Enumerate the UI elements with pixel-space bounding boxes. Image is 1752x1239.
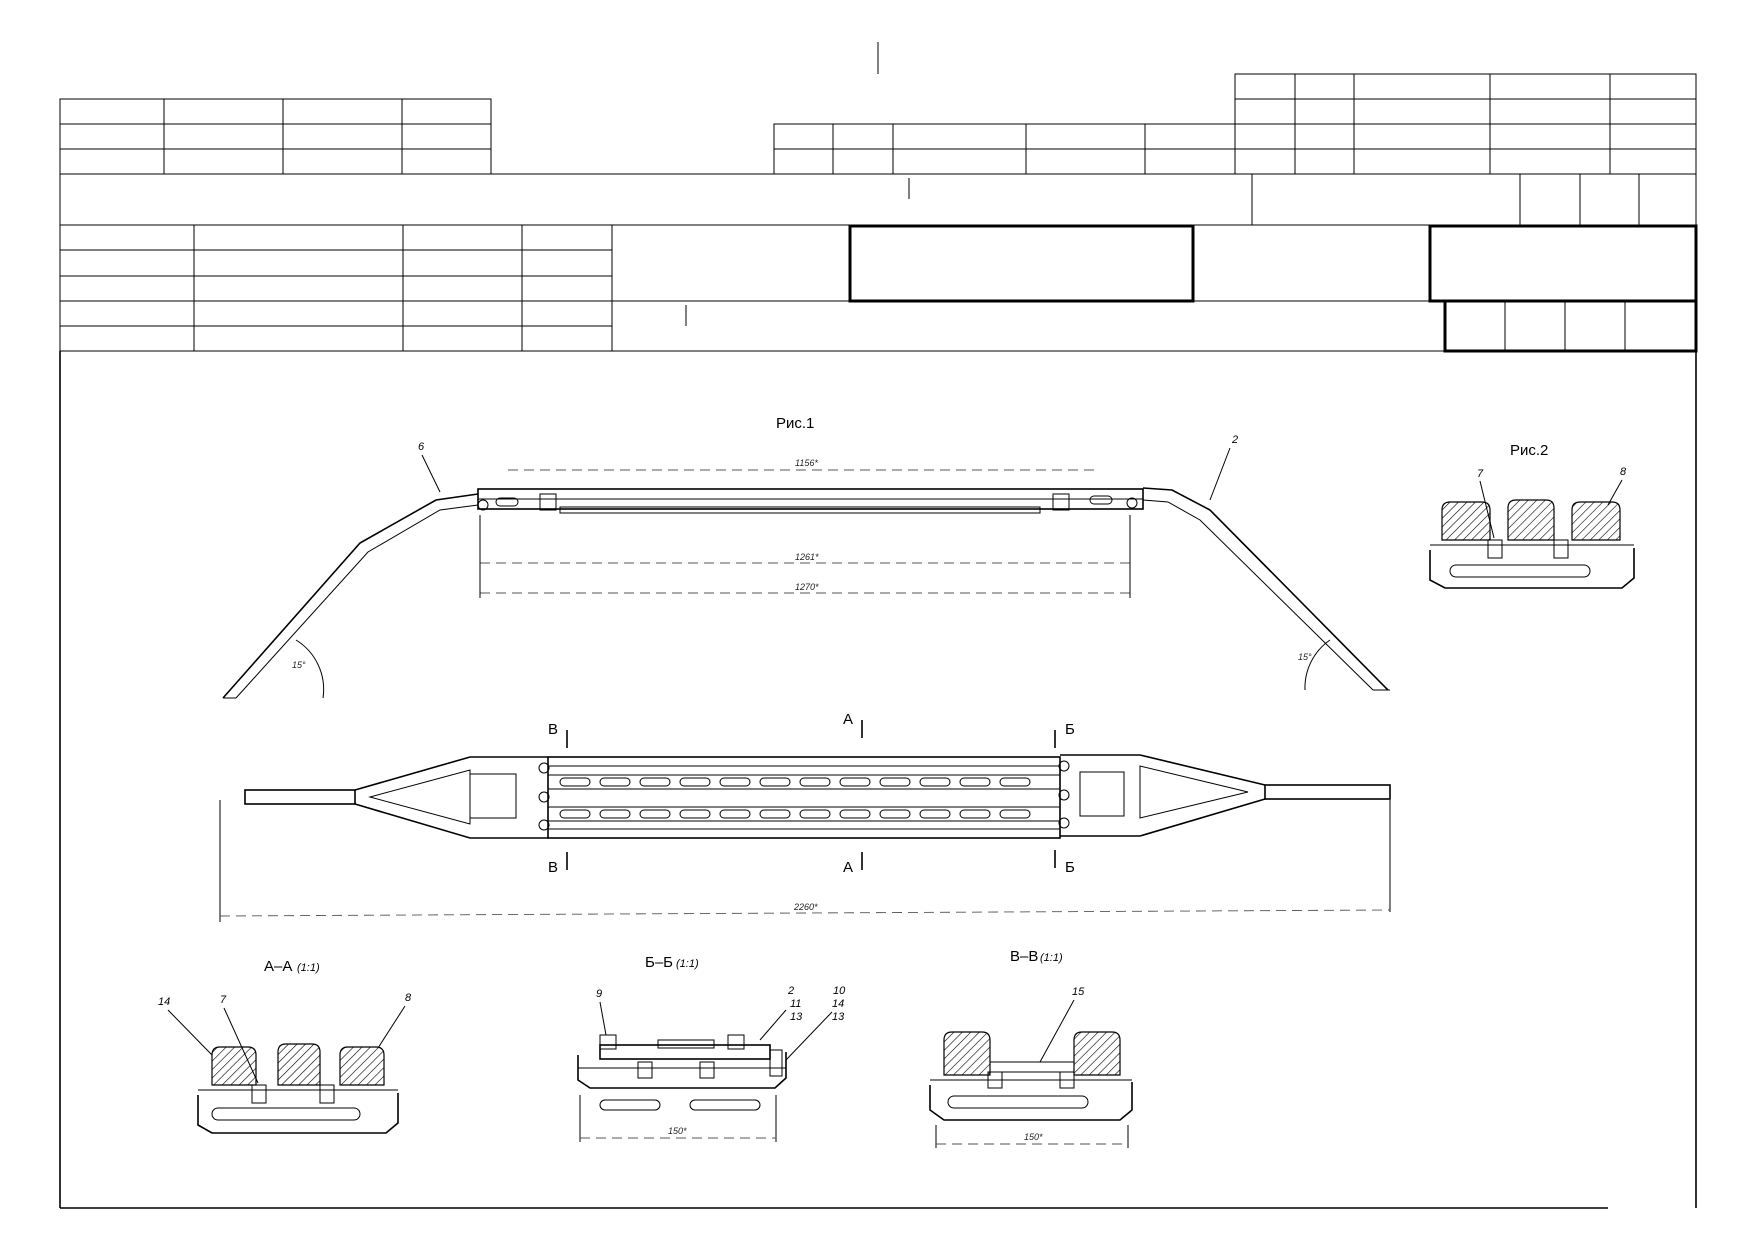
cut-mark-b-top: Б bbox=[1065, 721, 1075, 738]
title-field-organization bbox=[1428, 224, 1698, 303]
title-field-designation bbox=[848, 224, 1195, 303]
dim-1156: 1156* bbox=[795, 458, 818, 468]
title-field-sheets bbox=[1443, 299, 1698, 353]
section-b-title: Б–Б bbox=[645, 954, 673, 971]
section-v-title: В–В bbox=[1010, 948, 1038, 965]
fig2-view: Рис.2 7 8 bbox=[1429, 442, 1635, 589]
section-b-scale: (1:1) bbox=[676, 958, 699, 970]
callout-2-b: 2 bbox=[787, 985, 794, 997]
callout-13: 14 bbox=[832, 998, 844, 1010]
title-grid-lower-left bbox=[59, 224, 850, 352]
section-cut-marks: В В А А Б Б bbox=[548, 711, 1075, 876]
title-block bbox=[59, 42, 1698, 353]
callout-9: 10 bbox=[833, 985, 846, 997]
angle-left: 15° bbox=[292, 660, 306, 670]
callout-12: 13 bbox=[790, 1011, 803, 1023]
section-v-v: В–В (1:1) 150* 15 bbox=[929, 948, 1133, 1148]
callout-7-fig2: 8 bbox=[1620, 466, 1627, 478]
dim-2260: 2260* bbox=[793, 902, 818, 912]
cut-mark-v-bottom: В bbox=[548, 859, 558, 876]
callout-8: 9 bbox=[596, 988, 602, 1000]
section-a-a: А–А (1:1) 14 7 8 bbox=[158, 958, 412, 1134]
callout-10: 11 bbox=[790, 998, 801, 1010]
callout-6-a: 7 bbox=[220, 994, 227, 1006]
callout-5-fig1: 6 bbox=[418, 441, 425, 453]
fig1-side-view: Рис.1 1156* 1261* 1270* 15° 15° 6 bbox=[222, 415, 1390, 699]
section-b-b: Б–Б (1:1) 150* 9 2 11 13 10 14 13 bbox=[577, 954, 846, 1142]
callout-7-a: 8 bbox=[405, 992, 412, 1004]
drawing-frame bbox=[59, 351, 1697, 1209]
title-grid-left bbox=[59, 98, 492, 175]
plan-slots bbox=[559, 777, 1031, 819]
section-a-scale: (1:1) bbox=[297, 962, 320, 974]
cut-mark-b-bottom: Б bbox=[1065, 859, 1075, 876]
cut-mark-a-top: А bbox=[843, 711, 853, 728]
callout-11: 13 bbox=[832, 1011, 845, 1023]
dim-150-v: 150* bbox=[1024, 1132, 1043, 1142]
callout-15: 15 bbox=[1072, 986, 1085, 998]
callout-2-fig1: 2 bbox=[1231, 434, 1238, 446]
angle-right: 15° bbox=[1298, 652, 1312, 662]
cut-mark-v-top: В bbox=[548, 721, 558, 738]
dim-1261: 1261* bbox=[795, 552, 819, 562]
title-grid-right bbox=[1234, 73, 1697, 175]
dim-1270: 1270* bbox=[795, 582, 819, 592]
dim-150-b: 150* bbox=[668, 1126, 687, 1136]
fig2-title: Рис.2 bbox=[1510, 442, 1548, 459]
section-v-scale: (1:1) bbox=[1040, 952, 1063, 964]
fig1-title: Рис.1 bbox=[776, 415, 814, 432]
section-a-title: А–А bbox=[264, 958, 292, 975]
title-name-row bbox=[59, 173, 1697, 226]
callout-14: 14 bbox=[158, 996, 170, 1008]
fig1-plan-view: В В А А Б Б 2260* bbox=[219, 711, 1391, 922]
cut-mark-a-bottom: А bbox=[843, 859, 853, 876]
title-grid-middle bbox=[773, 123, 1236, 175]
callout-6-fig2: 7 bbox=[1477, 468, 1484, 480]
